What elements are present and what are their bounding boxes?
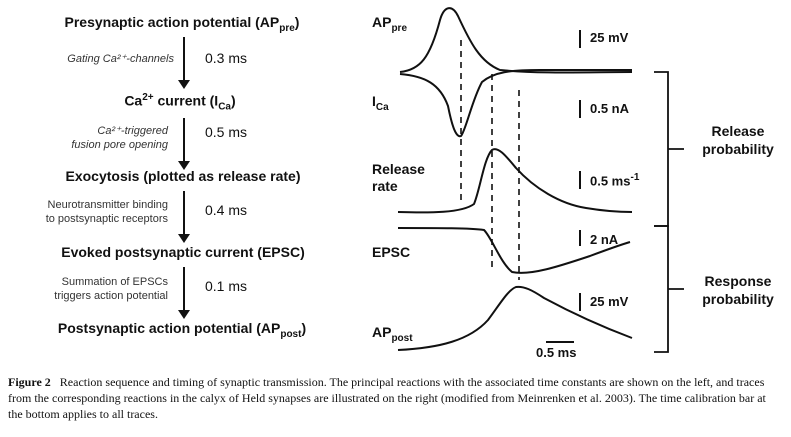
arrow-down-icon	[178, 191, 190, 243]
step-after: )	[301, 320, 307, 336]
scale-label-2na: 2 nA	[590, 232, 619, 247]
scale-label-25mv-pre: 25 mV	[590, 30, 629, 45]
note-line: to postsynaptic receptors	[45, 213, 168, 225]
trace-ap-pre	[399, 7, 633, 74]
note-summation: Summation of EPSCs triggers action poten…	[20, 275, 168, 303]
note-line: fusion pore opening	[71, 139, 168, 151]
trace-label-sub: post	[391, 332, 413, 344]
trace-label-ap-post: APpost	[372, 324, 413, 344]
step-sub: pre	[279, 22, 295, 34]
step-epsc: Evoked postsynaptic current (EPSC)	[38, 244, 328, 260]
trace-label-ap-pre: APpre	[372, 14, 407, 34]
note-line: triggers action potential	[54, 290, 168, 302]
group-line: Release	[711, 123, 765, 139]
step-exocytosis: Exocytosis (plotted as release rate)	[38, 168, 328, 184]
group-response-probability: Response probability	[688, 272, 788, 308]
caption-label: Figure 2	[8, 375, 51, 389]
step-ca-current: Ca2+ current (ICa)	[80, 92, 280, 112]
group-release-probability: Release probability	[688, 122, 788, 158]
caption-text: Reaction sequence and timing of synaptic…	[8, 375, 766, 421]
trace-label-line: Release	[372, 161, 425, 177]
step-sub: post	[280, 328, 302, 340]
trace-epsc	[397, 227, 631, 274]
figure-caption: Figure 2 Reaction sequence and timing of…	[8, 374, 783, 422]
trace-ica	[399, 68, 632, 138]
note-line: Ca²⁺-triggered	[97, 125, 168, 137]
step-presynaptic-ap: Presynaptic action potential (APpre)	[32, 14, 332, 34]
scale-label-25mv-post: 25 mV	[590, 294, 629, 309]
step-tail: )	[231, 92, 236, 109]
step-text: Postsynaptic action potential (AP	[57, 320, 281, 336]
time-constant: 0.4 ms	[205, 202, 248, 218]
arrow-down-icon	[178, 118, 190, 170]
scale-sup: -1	[630, 172, 640, 183]
bracket-response-probability	[654, 225, 684, 353]
group-line: probability	[702, 141, 774, 157]
step-text: Ca	[124, 92, 143, 109]
trace-label-sub: Ca	[375, 101, 389, 113]
trace-label-text: AP	[372, 324, 392, 340]
step-text: Evoked postsynaptic current (EPSC)	[61, 244, 305, 260]
time-constant: 0.1 ms	[205, 278, 248, 294]
time-constant: 0.5 ms	[205, 124, 248, 140]
trace-label-text: AP	[372, 14, 392, 30]
step-sub: Ca	[218, 101, 231, 113]
note-fusion: Ca²⁺-triggered fusion pore opening	[34, 124, 168, 152]
group-line: Response	[704, 273, 772, 289]
note-line: Summation of EPSCs	[61, 276, 168, 288]
bracket-release-probability	[654, 71, 684, 227]
trace-label-release: Release rate	[372, 161, 425, 195]
trace-release	[397, 148, 633, 214]
trace-label-text: I	[372, 93, 376, 109]
time-bar-label: 0.5 ms	[536, 345, 577, 360]
scale-label-0-5na: 0.5 nA	[590, 101, 630, 116]
time-constant: 0.3 ms	[205, 50, 248, 66]
trace-label-line: rate	[372, 178, 398, 194]
arrow-down-icon	[178, 37, 190, 89]
trace-label-epsc: EPSC	[372, 244, 411, 260]
trace-label-sub: pre	[391, 22, 408, 34]
trace-label-ica: ICa	[372, 93, 389, 113]
step-text: Presynaptic action potential (AP	[64, 14, 280, 30]
group-line: probability	[702, 291, 774, 307]
step-after: )	[294, 14, 300, 30]
note-line: Neurotransmitter binding	[47, 199, 168, 211]
trace-ap-post	[397, 285, 633, 351]
note-binding: Neurotransmitter binding to postsynaptic…	[8, 198, 168, 226]
step-sup: 2+	[142, 92, 154, 103]
step-postsynaptic-ap: Postsynaptic action potential (APpost)	[32, 320, 332, 340]
scale-label-release: 0.5 ms-1	[590, 172, 639, 188]
note-gating: Gating Ca²⁺-channels	[67, 53, 174, 65]
step-text: Exocytosis (plotted as release rate)	[65, 168, 301, 184]
arrow-down-icon	[178, 267, 190, 319]
step-after: current (I	[153, 92, 219, 109]
scale-text: 0.5 ms	[590, 173, 631, 189]
